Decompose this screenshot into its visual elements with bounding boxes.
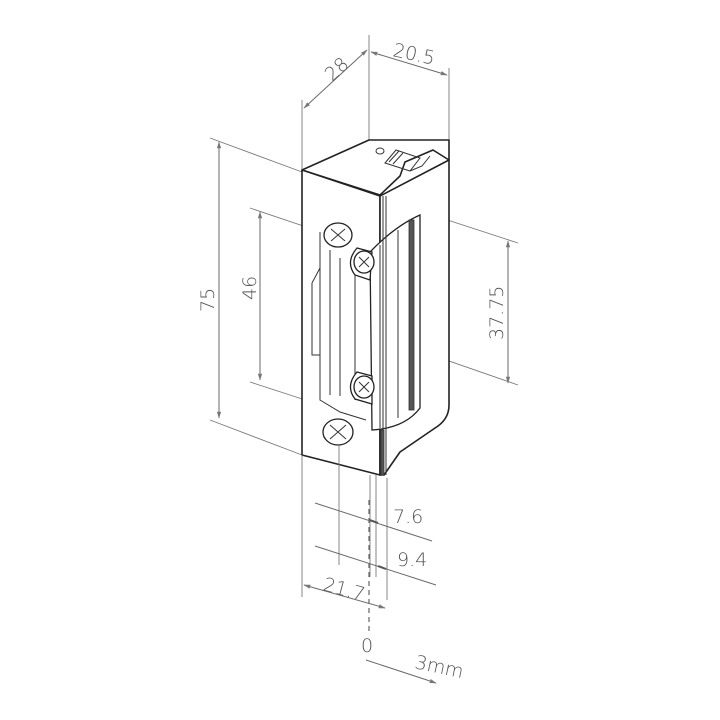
dimension-adjust-range: 0 3mm [361,635,466,684]
dimension-offset-1: 7.6 [314,502,433,542]
dim-label-offset-1: 7.6 [393,506,423,528]
dimension-faceplate-width: 21.7 [303,574,386,609]
dimension-height-total: 75 [197,137,303,456]
screw-latch-top [349,247,375,281]
dim-label-zero: 0 [361,635,373,657]
screw-top [323,222,353,248]
dim-label-height-total: 75 [197,288,219,312]
dim-label-width-top: 20.5 [391,39,437,69]
dim-label-depth: 28 [321,53,354,86]
screw-latch-bottom [349,371,375,405]
dimension-width-top: 20.5 [370,39,450,140]
dim-label-screw-spacing: 46 [239,276,261,300]
strike-body [301,139,450,476]
bottom-extension-lines [301,445,388,635]
dim-label-faceplate-width: 21.7 [321,574,368,606]
dim-label-offset-2: 9.4 [397,549,427,571]
screw-bottom [322,418,354,446]
dim-label-latch-height: 37.75 [486,286,508,340]
dimension-offset-2: 9.4 [314,545,437,586]
